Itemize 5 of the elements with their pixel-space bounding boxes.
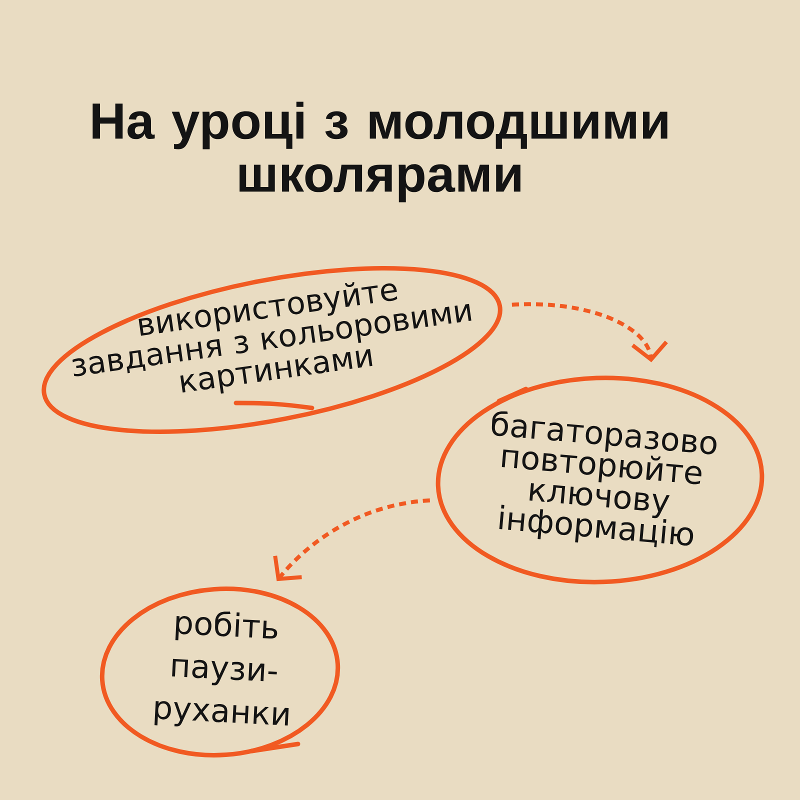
arrow <box>512 302 668 362</box>
title: На уроці з молодшими школярами <box>92 102 668 202</box>
oval-node: робіть паузи-руханки <box>100 586 340 758</box>
arrow <box>273 498 430 582</box>
oval-node: багаторазово повторюйте ключову інформацію <box>436 376 764 584</box>
